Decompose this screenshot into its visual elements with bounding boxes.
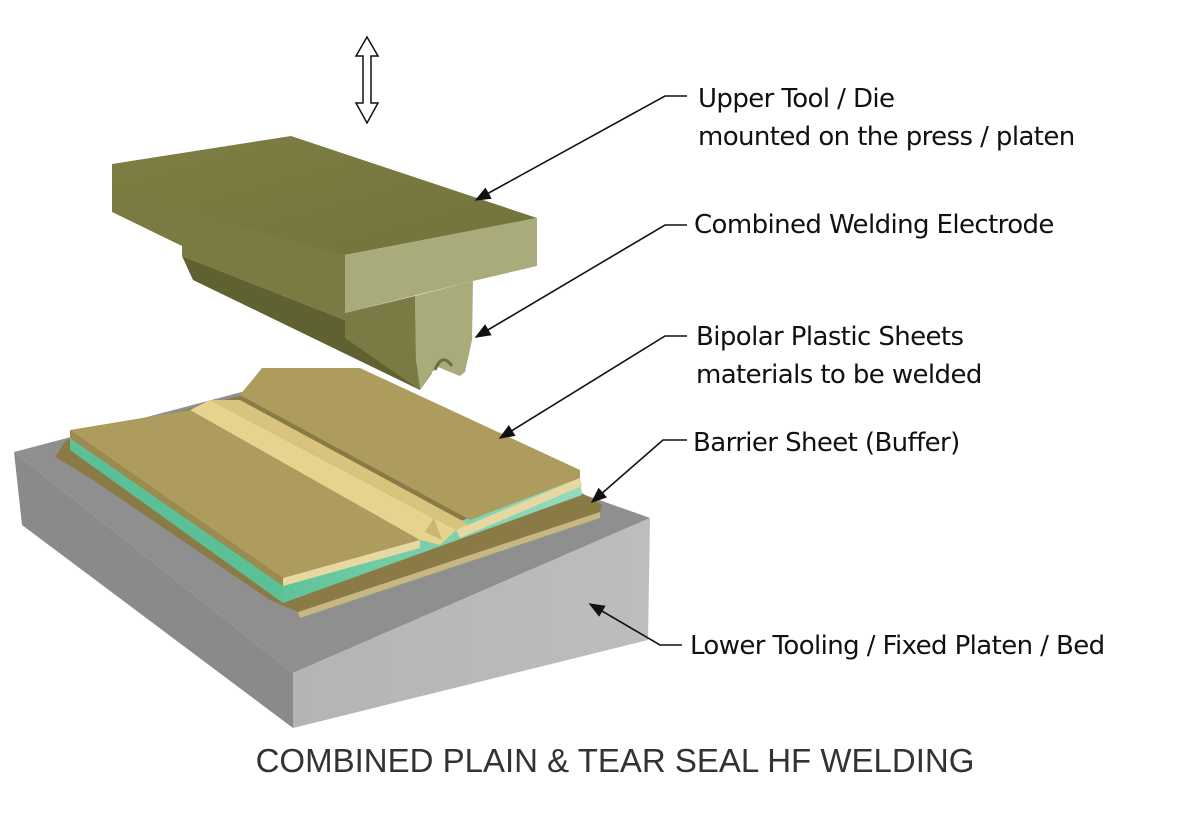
leader-lower-tooling — [588, 603, 682, 646]
label-plastic-sheets: Bipolar Plastic Sheets materials to be w… — [696, 318, 982, 394]
die-left-face — [112, 164, 345, 320]
upper-tool-die — [112, 136, 537, 390]
bed-left-face — [14, 452, 293, 728]
plastic-sheets — [70, 368, 582, 586]
die-lower-slope — [182, 256, 432, 390]
label-upper-tool: Upper Tool / Die mounted on the press / … — [698, 80, 1075, 156]
right-sheet-front — [456, 478, 582, 538]
label-lower-tooling-line-1: Lower Tooling / Fixed Platen / Bed — [690, 631, 1105, 661]
label-lower-tooling: Lower Tooling / Fixed Platen / Bed — [690, 627, 1105, 665]
label-electrode-line-1: Combined Welding Electrode — [694, 210, 1054, 240]
label-plastic-sheets-line-1: Bipolar Plastic Sheets — [696, 322, 964, 352]
die-electrode-inner — [345, 296, 420, 390]
left-sheet-front — [283, 540, 420, 586]
label-upper-tool-line-2: mounted on the press / platen — [698, 122, 1075, 152]
leader-electrode — [474, 224, 687, 338]
electrode-notch — [433, 358, 454, 371]
die-electrode-stem — [415, 281, 473, 390]
tear-seal-ridge-shade — [210, 400, 470, 530]
green-front-face — [70, 438, 283, 603]
left-sheet-top — [70, 410, 420, 578]
leader-barrier — [590, 439, 687, 504]
label-barrier-sheet-line-1: Barrier Sheet (Buffer) — [693, 428, 960, 458]
barrier-edge — [298, 512, 600, 618]
vertical-double-arrow-icon — [354, 35, 380, 125]
die-front-flange — [345, 218, 537, 313]
tear-seal-groove — [425, 518, 442, 540]
bed-front-face — [293, 518, 650, 728]
right-sheet-top — [240, 368, 580, 520]
diagram-title: COMBINED PLAIN & TEAR SEAL HF WELDING — [255, 742, 975, 779]
leader-upper-tool — [474, 95, 687, 201]
label-plastic-sheets-line-2: materials to be welded — [696, 360, 982, 390]
label-electrode: Combined Welding Electrode — [694, 206, 1054, 244]
tear-seal-ridge — [190, 400, 456, 545]
left-sheet-left — [70, 430, 283, 586]
leader-lines — [474, 95, 687, 646]
label-barrier-sheet: Barrier Sheet (Buffer) — [693, 424, 960, 462]
leader-plastic-sheets — [498, 335, 687, 439]
label-upper-tool-line-1: Upper Tool / Die — [698, 84, 895, 114]
